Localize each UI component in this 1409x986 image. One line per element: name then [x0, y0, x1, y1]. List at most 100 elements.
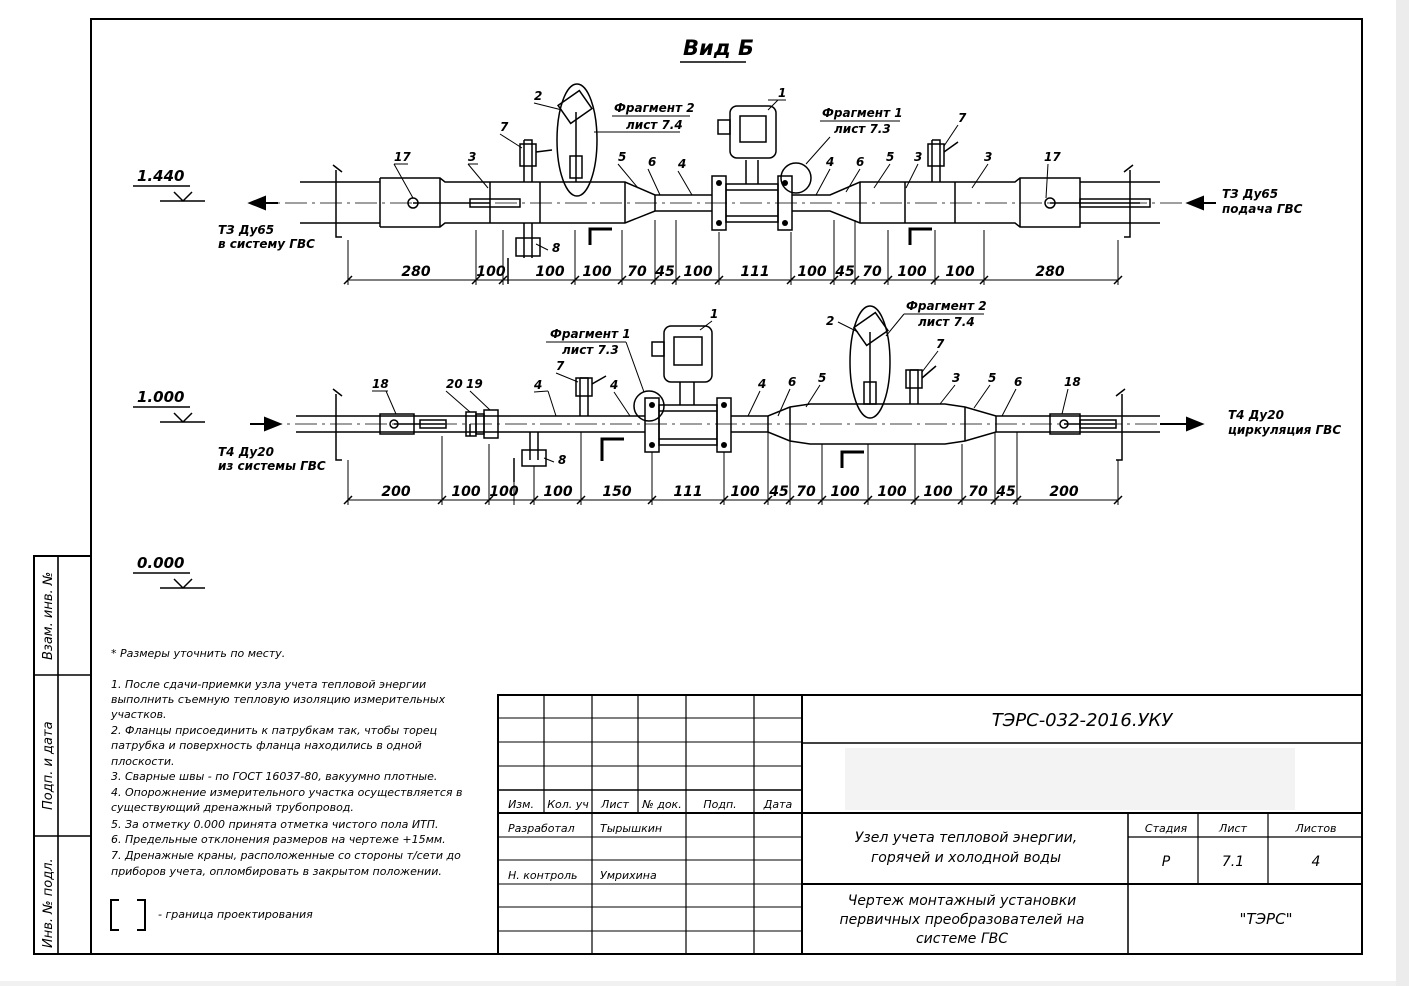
bottom-dimension-lines [347, 432, 1119, 505]
drawing-title-2: первичных преобразователей на [840, 912, 1085, 928]
bottom-left-flow-2: из системы ГВС [218, 459, 326, 473]
svg-text:280: 280 [1035, 264, 1064, 280]
svg-text:5: 5 [818, 371, 826, 385]
bottom-bolts [649, 402, 727, 448]
svg-text:18: 18 [1064, 375, 1081, 389]
bottom-flow-arrow-left [250, 416, 283, 432]
svg-text:5: 5 [988, 371, 996, 385]
bottom-fragment1-title: Фрагмент 1 [550, 327, 631, 341]
svg-text:70: 70 [862, 264, 882, 280]
control-name: Умрихина [600, 869, 657, 882]
top-fragment2-sheet: лист 7.4 [626, 118, 683, 132]
top-right-flow-1: ТЗ Ду65 [1222, 187, 1278, 201]
svg-text:18: 18 [372, 377, 389, 391]
bottom-right-flow-1: Т4 Ду20 [1228, 408, 1284, 422]
svg-text:100: 100 [877, 484, 906, 500]
svg-text:200: 200 [381, 484, 410, 500]
svg-text:2: 2 [534, 89, 542, 103]
svg-text:3. Сварные швы - по ГОСТ 16037: 3. Сварные швы - по ГОСТ 16037-80, вакуу… [111, 770, 437, 783]
svg-text:5: 5 [886, 150, 894, 164]
bottom-right-flow-2: циркуляция ГВС [1228, 423, 1341, 437]
title-block-lines [497, 694, 1363, 955]
svg-text:1.440: 1.440 [137, 167, 184, 185]
svg-text:100: 100 [683, 264, 712, 280]
svg-text:1: 1 [778, 86, 786, 100]
notes-list: 1. После сдачи-приемки узла учета теплов… [110, 678, 462, 878]
control-label: Н. контроль [508, 869, 577, 882]
top-dimensions: 280 100 100 100 70 45 100 111 100 45 70 … [401, 264, 1064, 280]
svg-text:100: 100 [489, 484, 518, 500]
svg-text:100: 100 [923, 484, 952, 500]
side-stamp-label-2: Подп. и дата [41, 721, 56, 810]
svg-text:Изм.: Изм. [508, 798, 534, 811]
svg-text:6: 6 [1014, 375, 1022, 389]
svg-text:приборов учета, опломбировать: приборов учета, опломбировать в закрытом… [111, 865, 442, 878]
svg-text:8: 8 [558, 453, 566, 467]
sheet-label: Лист [1218, 822, 1247, 835]
organization: "ТЭРС" [1240, 910, 1293, 928]
top-flow-arrow-right [1185, 195, 1216, 211]
svg-text:Кол. уч: Кол. уч [547, 798, 589, 811]
svg-text:№ док.: № док. [641, 798, 681, 811]
svg-text:45: 45 [834, 264, 855, 280]
svg-text:150: 150 [602, 484, 631, 500]
svg-text:3: 3 [468, 150, 476, 164]
svg-text:участков.: участков. [110, 708, 167, 721]
svg-text:100: 100 [543, 484, 572, 500]
doc-code: ТЭРС-032-2016.УКУ [992, 710, 1174, 731]
side-stamp-label-1: Взам. инв. № [41, 572, 56, 660]
title-headers: Изм. Кол. уч Лист № док. Подп. Дата [508, 798, 792, 811]
top-right-flow-2: подача ГВС [1222, 202, 1303, 216]
bottom-callout-leaders [372, 320, 1069, 463]
svg-text:Дата: Дата [763, 798, 793, 811]
svg-text:7: 7 [936, 337, 945, 351]
svg-text:7. Дренажные краны, расположен: 7. Дренажные краны, расположенные со сто… [111, 849, 461, 862]
svg-text:1: 1 [710, 307, 718, 321]
sheets-label: Листов [1294, 822, 1336, 835]
svg-text:2. Фланцы присоединить к патру: 2. Фланцы присоединить к патрубкам так, … [111, 724, 437, 737]
stage-value: Р [1162, 854, 1171, 870]
svg-text:70: 70 [968, 484, 988, 500]
object-title-1: Узел учета тепловой энергии, [855, 830, 1077, 846]
top-fragment1-sheet: лист 7.3 [834, 122, 891, 136]
svg-text:100: 100 [945, 264, 974, 280]
top-callouts: 17 3 7 2 5 6 4 1 4 6 5 3 7 3 17 8 [394, 86, 1061, 255]
svg-text:200: 200 [1049, 484, 1078, 500]
svg-text:плоскости.: плоскости. [111, 755, 174, 768]
svg-text:280: 280 [401, 264, 430, 280]
side-stamp-label-3: Инв. № подл. [41, 858, 56, 948]
svg-text:4: 4 [533, 378, 542, 392]
svg-text:6: 6 [856, 155, 864, 169]
stage-label: Стадия [1145, 822, 1188, 835]
view-title: Вид Б [683, 36, 754, 60]
svg-text:6: 6 [648, 155, 656, 169]
top-callout-leaders [393, 99, 1049, 251]
svg-text:2: 2 [826, 314, 834, 328]
svg-text:Подп.: Подп. [703, 798, 736, 811]
vertical-scrollbar[interactable] [1396, 0, 1409, 986]
svg-text:6. Предельные отклонения разме: 6. Предельные отклонения размеров на чер… [111, 833, 446, 846]
bottom-flow-arrow-right [1160, 416, 1205, 432]
bottom-fragment2-title: Фрагмент 2 [906, 299, 987, 313]
drawing-title-1: Чертеж монтажный установки [848, 893, 1077, 909]
svg-text:7: 7 [556, 359, 565, 373]
svg-text:17: 17 [394, 150, 411, 164]
title-blank-field [845, 748, 1295, 810]
svg-text:выполнить съемную тепловую изо: выполнить съемную тепловую изоляцию изме… [111, 693, 446, 706]
svg-text:111: 111 [673, 484, 702, 500]
svg-text:1.000: 1.000 [137, 388, 184, 406]
svg-text:45: 45 [768, 484, 789, 500]
svg-text:существующий дренажный трубопр: существующий дренажный трубопровод. [111, 801, 354, 814]
svg-text:Лист: Лист [600, 798, 629, 811]
side-stamp-lines [34, 556, 91, 954]
svg-text:100: 100 [830, 484, 859, 500]
bottom-dimensions: 200 100 100 100 150 111 100 45 70 100 10… [381, 484, 1078, 500]
bottom-edge [0, 981, 1396, 986]
boundary-legend-symbol [110, 899, 146, 931]
top-fragment2-title: Фрагмент 2 [614, 101, 695, 115]
developed-label: Разработал [508, 822, 575, 835]
svg-text:100: 100 [476, 264, 505, 280]
level-mark-1000: 1.000 [133, 388, 205, 424]
top-dimension-lines [347, 220, 1119, 285]
